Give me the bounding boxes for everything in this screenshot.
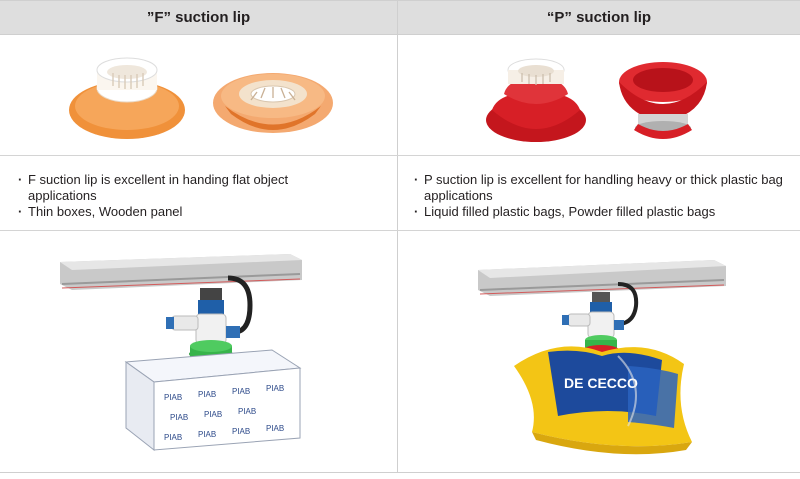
row-divider-text xyxy=(0,230,800,231)
box-brand-2: PIAB xyxy=(198,390,216,399)
box-brand-4: PIAB xyxy=(266,384,284,393)
f-suction-column: ”F” suction lip xyxy=(0,0,397,473)
p-bullet-1: P suction lip is excellent for handling … xyxy=(414,172,794,204)
p-suction-header: “P” suction lip xyxy=(398,0,800,35)
box-brand-3: PIAB xyxy=(232,387,250,396)
table-bottom-border xyxy=(0,472,800,473)
f-suction-cups-image xyxy=(65,48,335,143)
box-brand-10: PIAB xyxy=(232,427,250,436)
box-brand-1: PIAB xyxy=(164,393,182,402)
p-suction-bag-image: DE CECCO xyxy=(478,256,778,466)
box-brand-8: PIAB xyxy=(164,433,182,442)
box-brand-6: PIAB xyxy=(204,410,222,419)
p-suction-bullets: P suction lip is excellent for handling … xyxy=(414,172,794,220)
column-divider xyxy=(397,0,398,473)
box-brand-5: PIAB xyxy=(170,413,188,422)
bag-brand-label: DE CECCO xyxy=(564,375,638,391)
p-suction-column: “P” suction lip xyxy=(398,0,800,473)
row-divider-images xyxy=(0,155,800,156)
f-bullet-2: Thin boxes, Wooden panel xyxy=(18,204,358,220)
p-suction-cups-image xyxy=(478,48,728,148)
f-suction-box-image: PIAB PIAB PIAB PIAB PIAB PIAB PIAB PIAB … xyxy=(60,250,350,460)
p-bullet-2: Liquid filled plastic bags, Powder fille… xyxy=(414,204,794,220)
box-brand-11: PIAB xyxy=(266,424,284,433)
f-bullet-1: F suction lip is excellent in handing fl… xyxy=(18,172,358,204)
f-suction-bullets: F suction lip is excellent in handing fl… xyxy=(18,172,358,220)
box-brand-7: PIAB xyxy=(238,407,256,416)
f-suction-header: ”F” suction lip xyxy=(0,0,397,35)
box-brand-9: PIAB xyxy=(198,430,216,439)
